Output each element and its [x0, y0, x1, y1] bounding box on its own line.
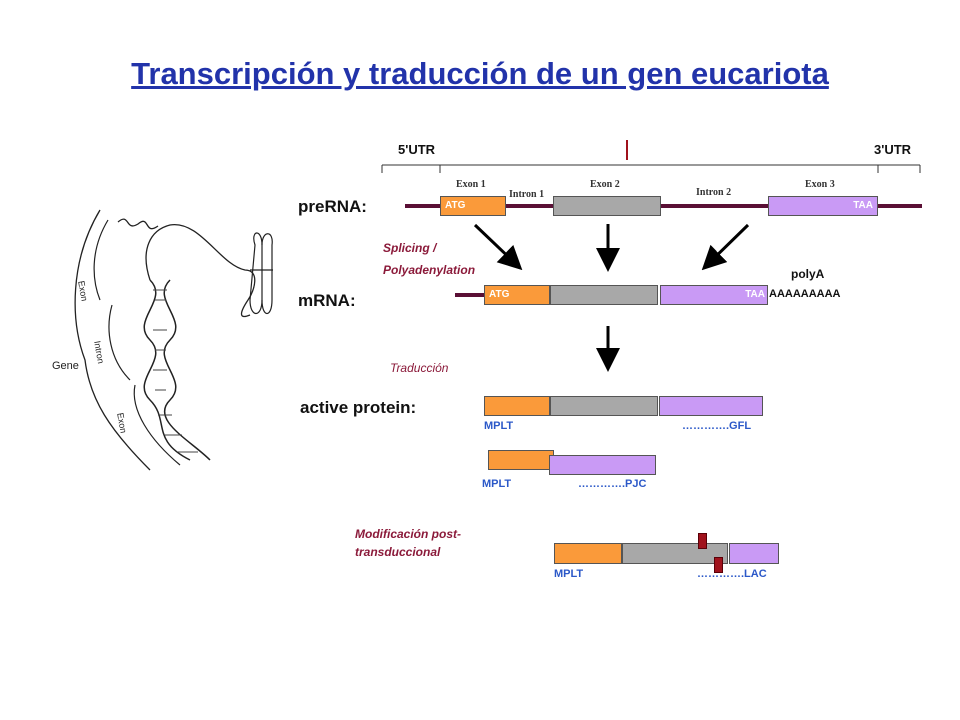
protein1-orange: [484, 396, 550, 416]
mrna-exon3-box: TAA: [660, 285, 768, 305]
prerna-atg: ATG: [445, 200, 466, 211]
utr3-label: 3'UTR: [874, 142, 912, 157]
exon1-label: Exon 1: [456, 179, 486, 190]
prerna-exon1-box: ATG: [440, 196, 506, 216]
mrna-taa: TAA: [745, 289, 765, 300]
mrna-exon2-box: [550, 285, 658, 305]
protein1-end: ………….GFL: [682, 420, 752, 432]
protein3-start: MPLT: [554, 568, 584, 580]
protein3-orange: [554, 543, 622, 564]
splice-arrow-right: [701, 223, 750, 271]
prerna-label: preRNA:: [298, 197, 367, 216]
protein1-start: MPLT: [484, 420, 514, 432]
modification-mark-bottom: [714, 557, 723, 573]
exon3-label: Exon 3: [805, 179, 835, 190]
protein3-purple: [729, 543, 779, 564]
protein1-gray: [550, 396, 658, 416]
modification-mark-top: [698, 533, 707, 549]
protein2-purple: [549, 455, 656, 475]
modificacion-line1: Modificación post-: [355, 527, 461, 541]
page-title: Transcripción y traducción de un gen euc…: [131, 56, 829, 91]
mrna-label: mRNA:: [298, 291, 356, 310]
exon2-label: Exon 2: [590, 179, 620, 190]
protein3-gray: [622, 543, 728, 564]
protein2-start: MPLT: [482, 478, 512, 490]
protein3-end: ………….LAC: [697, 568, 767, 580]
protein2-orange: [488, 450, 554, 470]
polya-tail: AAAAAAAAA: [769, 288, 841, 300]
modificacion-line2: transduccional: [355, 545, 441, 559]
dna-gene-label: Gene: [52, 360, 79, 372]
prerna-taa: TAA: [853, 200, 873, 211]
protein2-end: ………….PJC: [578, 478, 647, 490]
protein1-purple: [659, 396, 763, 416]
prerna-exon2-box: [553, 196, 661, 216]
splicing-label-line1: Splicing /: [383, 241, 437, 255]
prerna-exon3-box: TAA: [768, 196, 878, 216]
mrna-exon1-box: ATG: [484, 285, 550, 305]
splicing-label-line2: Polyadenylation: [383, 263, 476, 277]
splice-arrow-left: [473, 223, 523, 271]
active-protein-label: active protein:: [300, 398, 417, 417]
utr5-label: 5'UTR: [398, 142, 436, 157]
mrna-atg: ATG: [489, 289, 510, 300]
intron1-label: Intron 1: [509, 189, 545, 200]
intron2-label: Intron 2: [696, 187, 732, 198]
polya-label: polyA: [791, 267, 825, 281]
traduccion-label: Traducción: [390, 361, 449, 375]
